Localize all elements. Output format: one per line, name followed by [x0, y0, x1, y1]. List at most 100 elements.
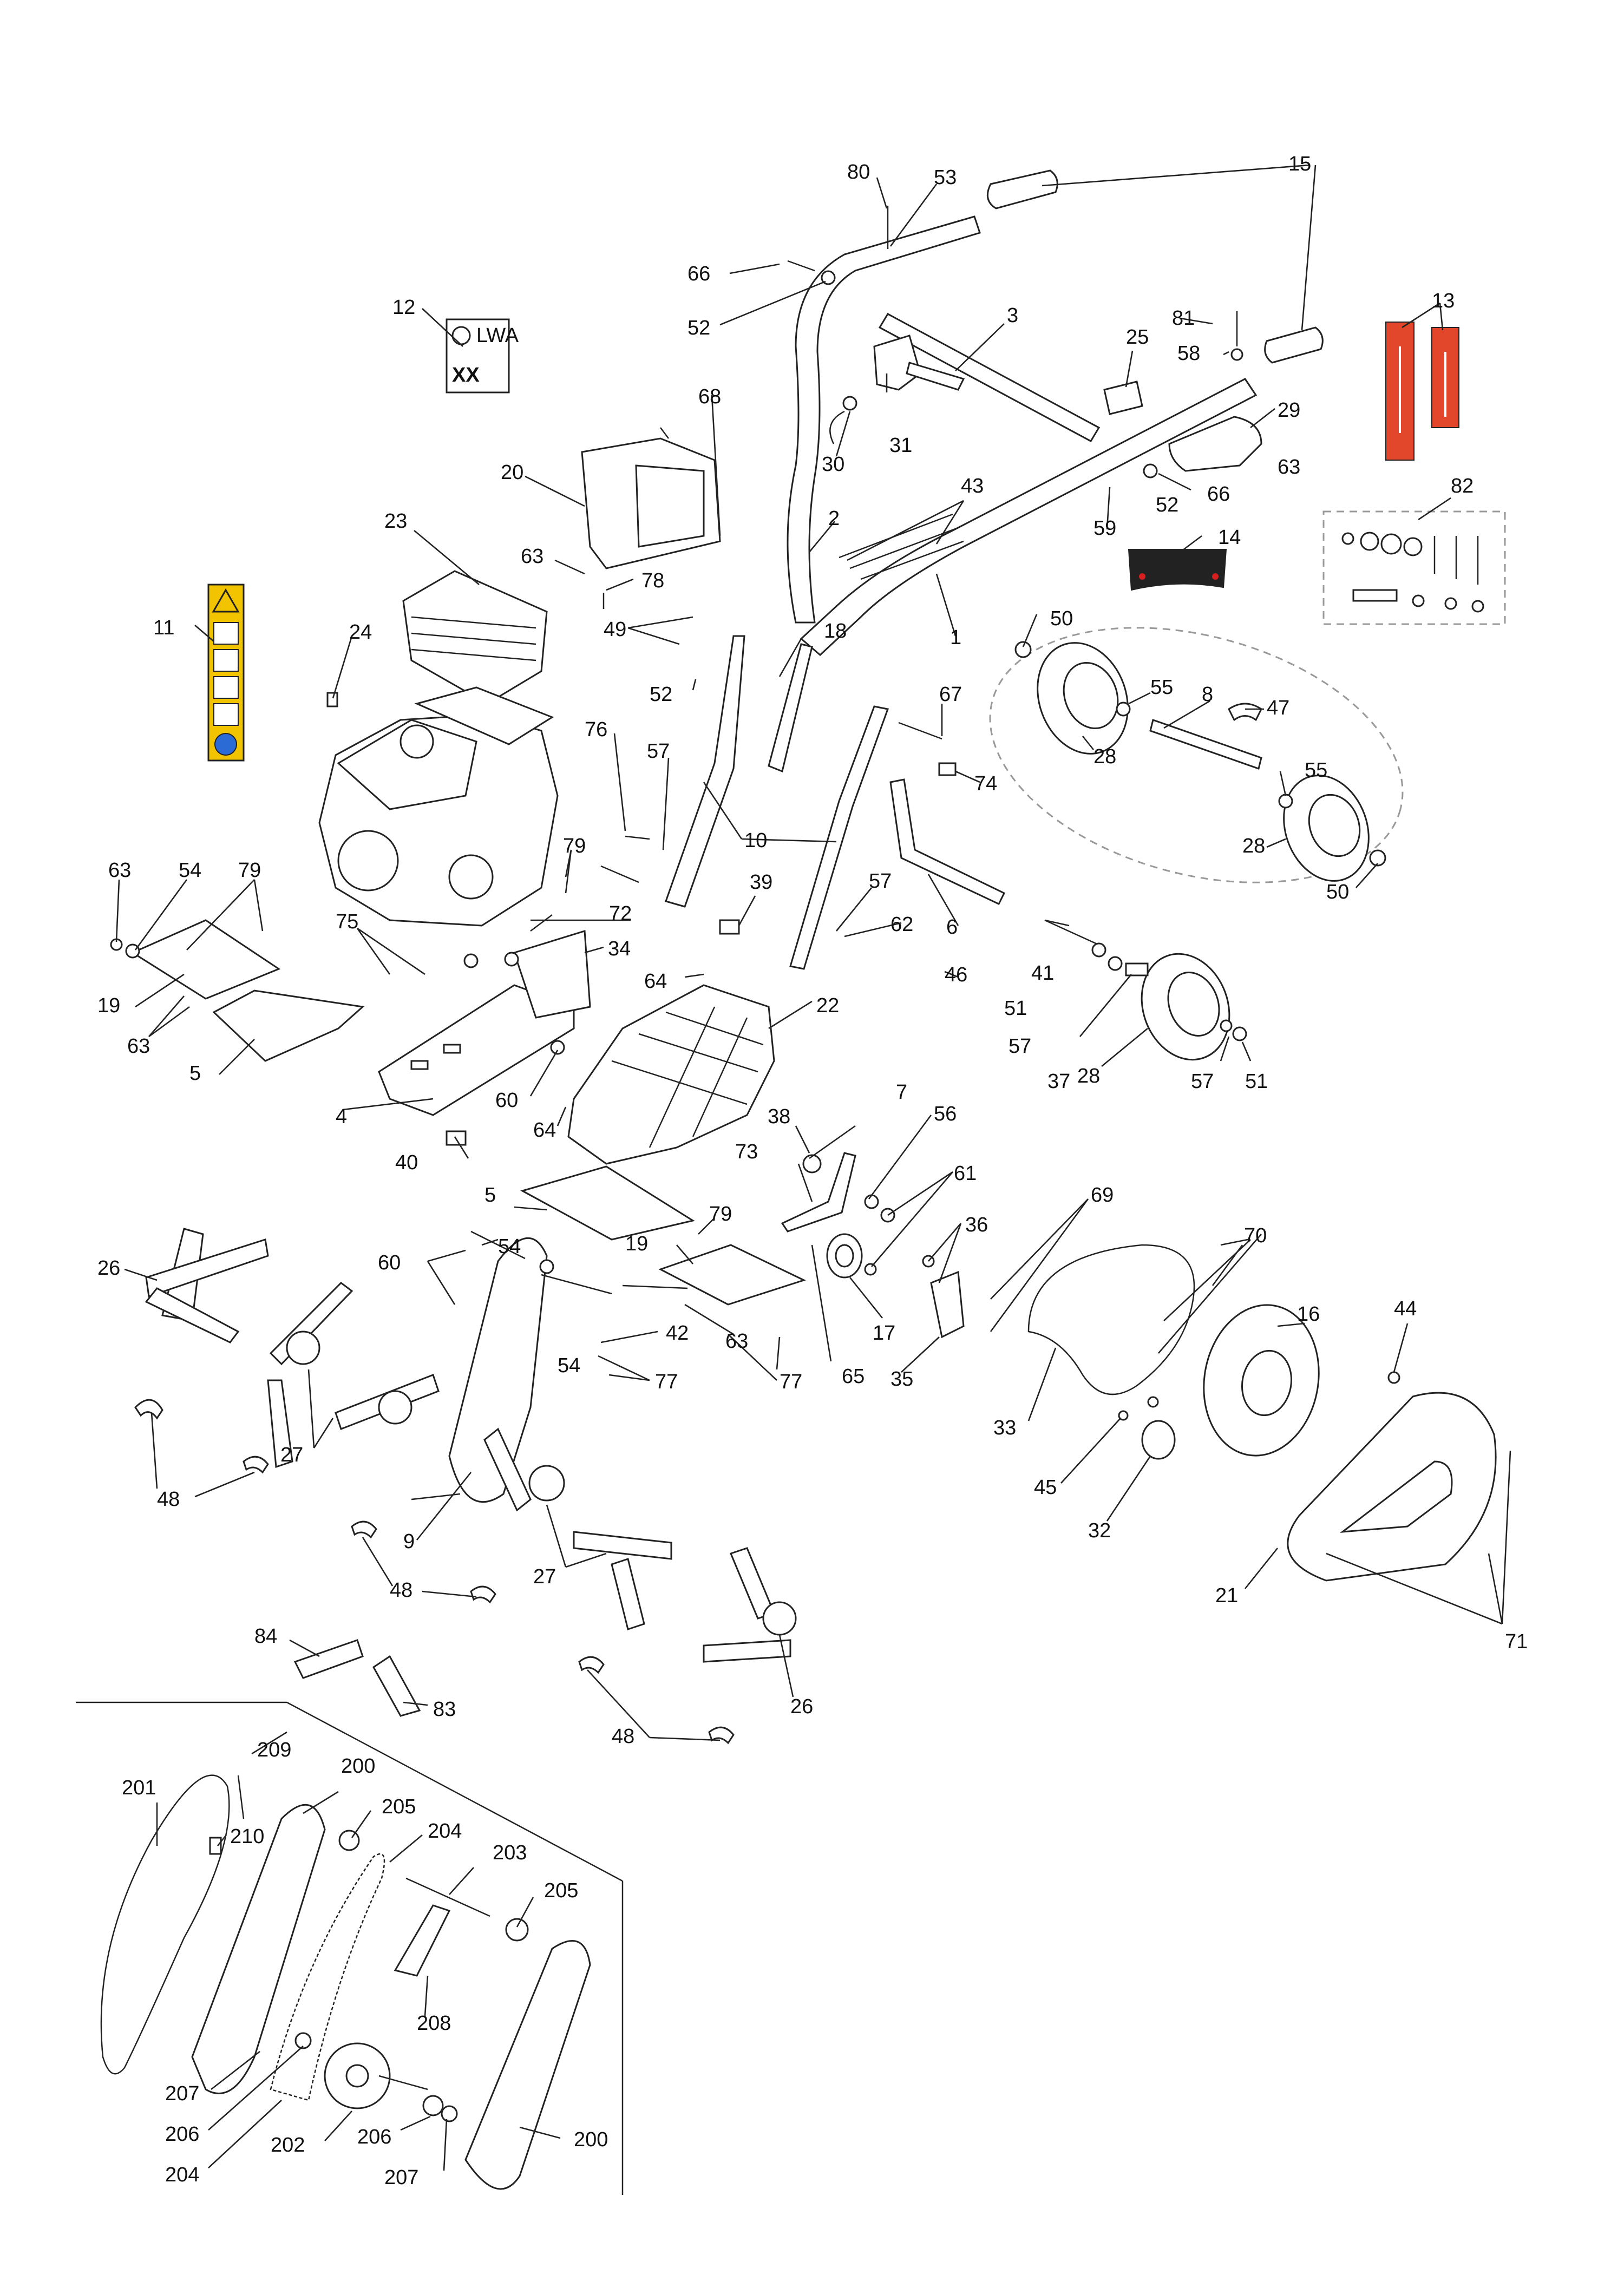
wheel-assembly: [989, 627, 1404, 1061]
leader-lines: [115, 164, 1511, 2171]
engine-assembly: [318, 427, 721, 932]
label-25: 25: [1126, 326, 1149, 349]
label-66b: 66: [1207, 483, 1230, 506]
label-79a: 79: [238, 859, 261, 882]
label-73: 73: [735, 1141, 758, 1163]
label-65: 65: [842, 1365, 865, 1388]
label-76: 76: [585, 718, 607, 741]
label-6: 6: [946, 916, 958, 939]
label-39: 39: [750, 871, 772, 894]
decal-12-xx-text: XX: [452, 364, 480, 386]
label-36: 36: [965, 1214, 988, 1236]
label-46: 46: [945, 964, 967, 986]
label-42: 42: [666, 1322, 689, 1345]
label-203: 203: [493, 1841, 527, 1864]
label-29: 29: [1278, 399, 1300, 422]
label-30: 30: [822, 453, 844, 476]
label-63a: 63: [108, 859, 131, 882]
label-1: 1: [950, 626, 961, 649]
label-51a: 51: [1004, 997, 1027, 1020]
label-63c: 63: [521, 545, 543, 568]
label-50a: 50: [1050, 607, 1073, 630]
label-23: 23: [384, 510, 407, 533]
label-45: 45: [1034, 1476, 1057, 1499]
label-24: 24: [349, 621, 372, 644]
label-12: 12: [392, 296, 415, 319]
label-200a: 200: [341, 1755, 375, 1778]
label-204a: 204: [428, 1820, 462, 1843]
label-54b: 54: [498, 1235, 521, 1258]
label-72: 72: [609, 902, 632, 925]
label-204b: 204: [165, 2164, 199, 2186]
part-labels: 1 2 3 4 5 5 6 7 8 9 10 11 12 13 14 15 16…: [97, 153, 1528, 2189]
label-201: 201: [122, 1777, 156, 1799]
label-57c: 57: [1009, 1035, 1031, 1058]
label-62: 62: [890, 913, 913, 936]
label-81: 81: [1172, 307, 1195, 330]
label-208: 208: [417, 2012, 451, 2035]
label-35: 35: [890, 1368, 913, 1391]
label-19b: 19: [625, 1233, 648, 1255]
label-57d: 57: [1191, 1070, 1214, 1093]
label-69: 69: [1091, 1184, 1114, 1207]
label-41: 41: [1031, 962, 1054, 985]
label-28a: 28: [1093, 745, 1116, 768]
label-26b: 26: [790, 1695, 813, 1718]
label-205b: 205: [544, 1879, 578, 1902]
handlebar-assembly: [787, 169, 1324, 657]
label-200b: 200: [574, 2128, 608, 2151]
label-202: 202: [271, 2134, 305, 2157]
label-209: 209: [257, 1739, 291, 1761]
decal-13-handle-labels: [1385, 322, 1459, 461]
label-207a: 207: [165, 2082, 199, 2105]
side-bars: [600, 635, 1070, 970]
label-27b: 27: [533, 1565, 556, 1588]
label-37: 37: [1047, 1070, 1070, 1093]
label-16: 16: [1297, 1303, 1320, 1326]
label-79c: 79: [709, 1203, 732, 1225]
label-21: 21: [1215, 1584, 1238, 1607]
label-78: 78: [641, 569, 664, 592]
label-13: 13: [1432, 290, 1455, 312]
label-77b: 77: [780, 1371, 802, 1393]
label-55b: 55: [1305, 759, 1327, 782]
label-33: 33: [993, 1417, 1016, 1439]
base-plate: [378, 930, 591, 1146]
label-52c: 52: [650, 683, 672, 706]
label-206b: 206: [357, 2126, 391, 2148]
label-79b: 79: [563, 835, 586, 857]
label-60a: 60: [495, 1089, 518, 1112]
label-68: 68: [698, 385, 721, 408]
label-61: 61: [954, 1162, 977, 1185]
label-54a: 54: [179, 859, 201, 882]
label-48a: 48: [157, 1488, 180, 1511]
label-64b: 64: [533, 1119, 556, 1142]
label-11: 11: [153, 617, 174, 639]
label-63b: 63: [127, 1035, 150, 1058]
decal-11-warning-strip: [207, 584, 245, 762]
label-20: 20: [501, 461, 523, 484]
decal-12-noise-label: LWA XX: [446, 318, 519, 394]
label-57a: 57: [647, 740, 670, 763]
label-60b: 60: [378, 1251, 401, 1274]
label-2: 2: [828, 507, 840, 530]
label-43: 43: [961, 475, 984, 497]
label-207b: 207: [384, 2166, 418, 2189]
label-34: 34: [608, 938, 631, 960]
label-5a: 5: [189, 1062, 201, 1085]
label-44: 44: [1394, 1297, 1417, 1320]
label-54c: 54: [558, 1354, 580, 1377]
label-84: 84: [254, 1625, 277, 1648]
label-27a: 27: [280, 1444, 303, 1466]
label-49: 49: [604, 618, 626, 641]
belt-drive: [781, 1152, 1497, 1582]
label-82: 82: [1451, 475, 1474, 497]
hardware-kit-82: [1322, 510, 1506, 625]
label-58: 58: [1177, 342, 1200, 365]
label-32: 32: [1088, 1519, 1111, 1542]
label-63e: 63: [725, 1330, 748, 1353]
label-63d: 63: [1278, 456, 1300, 479]
label-205a: 205: [382, 1795, 416, 1818]
label-26a: 26: [97, 1257, 120, 1280]
